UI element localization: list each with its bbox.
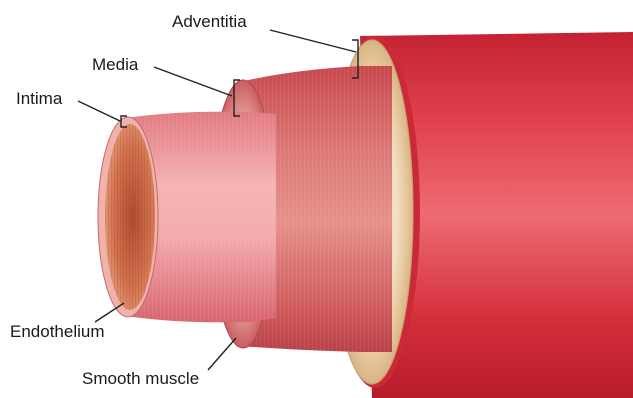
adventitia-leader <box>270 30 356 52</box>
intima-layer <box>98 112 276 323</box>
media-label: Media <box>92 55 138 75</box>
intima-leader <box>78 101 120 121</box>
endothelium-label: Endothelium <box>10 322 105 342</box>
intima-label: Intima <box>16 89 62 109</box>
smooth-muscle-leader <box>208 338 236 370</box>
media-leader <box>154 67 232 96</box>
smooth-muscle-label: Smooth muscle <box>82 369 199 389</box>
adventitia-label: Adventitia <box>172 12 247 32</box>
